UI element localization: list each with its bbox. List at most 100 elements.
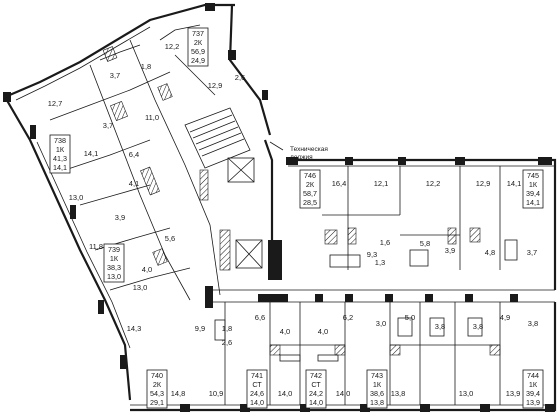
room-area: 6,2 bbox=[343, 313, 353, 322]
apartment-total-area: 41,3 bbox=[53, 154, 67, 163]
room-area: 6,6 bbox=[255, 313, 265, 322]
room-area: 10,9 bbox=[209, 389, 224, 398]
apartment-737-label[interactable]: 737 2К 56,9 24,9 bbox=[187, 27, 209, 67]
lower-row-walls bbox=[130, 302, 557, 412]
room-area: 1,8 bbox=[222, 324, 232, 333]
apartment-number: 743 bbox=[371, 371, 383, 380]
apartment-number: 740 bbox=[151, 371, 163, 380]
room-area: 1,6 bbox=[380, 238, 390, 247]
apartment-total-area: 54,3 bbox=[150, 389, 164, 398]
left-wing-walls bbox=[3, 3, 272, 401]
room-area: 4,9 bbox=[500, 313, 510, 322]
apartment-total-area: 56,9 bbox=[191, 47, 205, 56]
apartment-739-label[interactable]: 739 1К 38,3 13,0 bbox=[103, 243, 125, 283]
apartment-type: 2К bbox=[194, 38, 203, 47]
apartment-living-area: 13,0 bbox=[107, 272, 121, 281]
room-area: 3,7 bbox=[527, 248, 537, 257]
room-area: 3,0 bbox=[376, 319, 386, 328]
apartment-total-area: 58,7 bbox=[303, 189, 317, 198]
apartment-living-area: 29,1 bbox=[150, 398, 164, 407]
room-area-labels: 12,2 3,7 1,8 2,6 12,9 12,7 3,7 11,0 14,1… bbox=[48, 42, 539, 398]
apartment-living-area: 13,9 bbox=[526, 398, 540, 407]
apartment-number: 737 bbox=[192, 29, 204, 38]
apartment-living-area: 24,9 bbox=[191, 56, 205, 65]
room-area: 14,8 bbox=[171, 389, 186, 398]
room-area: 9,3 bbox=[367, 250, 377, 259]
apartment-type: 1К bbox=[56, 145, 65, 154]
apartment-living-area: 14,0 bbox=[250, 398, 264, 407]
room-area: 12,7 bbox=[48, 99, 63, 108]
apartment-738-label[interactable]: 738 1К 41,3 14,1 bbox=[49, 134, 71, 174]
technical-loggia-label: Техническая лоджия bbox=[269, 141, 328, 161]
apartment-number: 746 bbox=[304, 171, 316, 180]
room-area: 2,6 bbox=[222, 338, 232, 347]
apartment-type: 1К bbox=[373, 380, 382, 389]
apartment-number: 741 bbox=[251, 371, 263, 380]
apartment-type: 1К bbox=[110, 254, 119, 263]
apartment-living-area: 14,1 bbox=[53, 163, 67, 172]
apartment-total-area: 39,4 bbox=[526, 389, 540, 398]
apartment-741-label[interactable]: 741 СТ 24,6 14,0 bbox=[246, 369, 268, 409]
apartment-746-label[interactable]: 746 2К 58,7 28,5 bbox=[299, 169, 321, 209]
apartment-total-area: 38,3 bbox=[107, 263, 121, 272]
room-area: 13,0 bbox=[459, 389, 474, 398]
apartment-number: 745 bbox=[527, 171, 539, 180]
room-area: 4,0 bbox=[318, 327, 328, 336]
room-area: 14,0 bbox=[278, 389, 293, 398]
apartment-744-label[interactable]: 744 1К 39,4 13,9 bbox=[522, 369, 544, 409]
apartment-type: СТ bbox=[252, 380, 262, 389]
room-area: 3,7 bbox=[103, 121, 113, 130]
room-area: 5,6 bbox=[165, 234, 175, 243]
apartment-742-label[interactable]: 742 СТ 24,2 14,0 bbox=[305, 369, 327, 409]
room-area: 11,8 bbox=[89, 242, 103, 251]
room-area: 3,8 bbox=[473, 322, 483, 331]
room-area: 3,7 bbox=[110, 71, 120, 80]
stair-elevator-core bbox=[184, 107, 282, 280]
room-area: 13,8 bbox=[391, 389, 406, 398]
apartment-type: 1К bbox=[529, 180, 538, 189]
apartment-living-area: 14,0 bbox=[309, 398, 323, 407]
room-area: 14,1 bbox=[507, 179, 522, 188]
room-area: 4,0 bbox=[142, 265, 152, 274]
room-area: 16,4 bbox=[332, 179, 347, 188]
apartment-total-area: 24,6 bbox=[250, 389, 264, 398]
room-area: 14,1 bbox=[84, 149, 99, 158]
room-area: 5,0 bbox=[405, 313, 415, 322]
room-area: 14,0 bbox=[336, 389, 351, 398]
room-area: 12,1 bbox=[374, 179, 389, 188]
apartment-740-label[interactable]: 740 2К 54,3 29,1 bbox=[146, 369, 168, 409]
room-area: 14,3 bbox=[127, 324, 142, 333]
apartment-745-label[interactable]: 745 1К 39,4 14,1 bbox=[522, 169, 544, 209]
apartment-type: 2К bbox=[153, 380, 162, 389]
apartment-living-area: 13,8 bbox=[370, 398, 384, 407]
apartment-total-area: 24,2 bbox=[309, 389, 323, 398]
apartment-743-label[interactable]: 743 1К 38,6 13,8 bbox=[366, 369, 388, 409]
right-wing-walls bbox=[205, 157, 557, 308]
room-area: 3,9 bbox=[115, 213, 125, 222]
room-area: 3,8 bbox=[435, 322, 445, 331]
room-area: 3,8 bbox=[528, 319, 538, 328]
technical-loggia-line-1: Техническая bbox=[290, 146, 328, 153]
apartment-living-area: 14,1 bbox=[526, 198, 540, 207]
room-area: 13,0 bbox=[133, 283, 148, 292]
room-area: 12,9 bbox=[208, 81, 223, 90]
apartment-living-area: 28,5 bbox=[303, 198, 317, 207]
apartment-number: 742 bbox=[310, 371, 322, 380]
room-area: 13,0 bbox=[69, 193, 84, 202]
room-area: 4,0 bbox=[280, 327, 290, 336]
technical-loggia-line-2: лоджия bbox=[290, 154, 313, 161]
room-area: 9,9 bbox=[195, 324, 205, 333]
apartment-number: 738 bbox=[54, 136, 66, 145]
apartment-type: 1К bbox=[529, 380, 538, 389]
room-area: 12,2 bbox=[165, 42, 180, 51]
apartment-number: 739 bbox=[108, 245, 120, 254]
room-area: 2,6 bbox=[235, 73, 245, 82]
room-area: 6,4 bbox=[129, 150, 139, 159]
room-area: 12,2 bbox=[426, 179, 441, 188]
apartment-number: 744 bbox=[527, 371, 539, 380]
room-area: 3,9 bbox=[445, 246, 455, 255]
apartment-total-area: 38,6 bbox=[370, 389, 384, 398]
room-area: 4,8 bbox=[485, 248, 495, 257]
room-area: 13,9 bbox=[506, 389, 521, 398]
